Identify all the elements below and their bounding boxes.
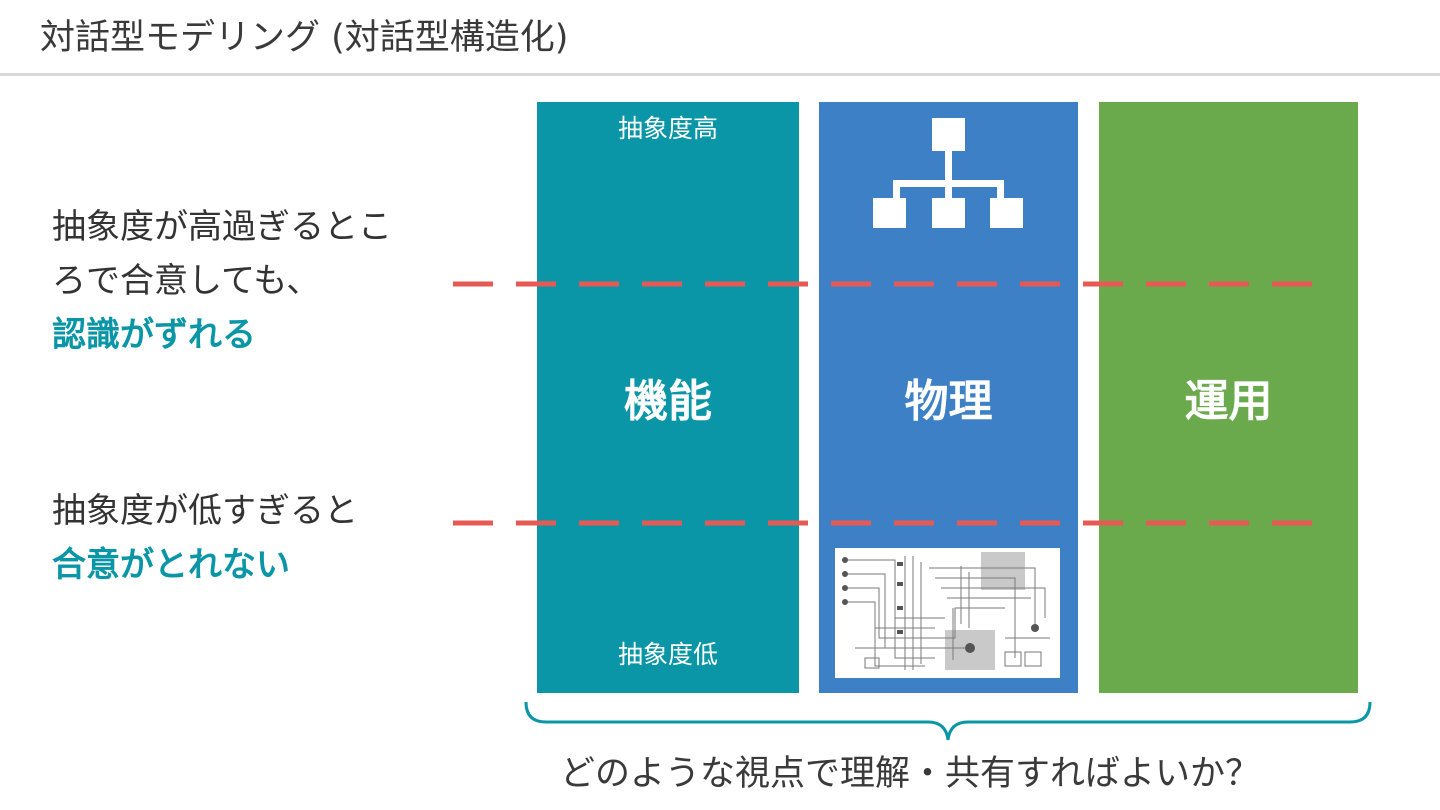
slide-header: 対話型モデリング (対話型構造化) [0, 0, 1440, 76]
curly-brace [524, 701, 1372, 741]
hierarchy-icon [873, 118, 1023, 228]
question-text: どのような視点で理解・共有すればよいか？ [560, 754, 1261, 794]
slide-title: 対話型モデリング (対話型構造化) [40, 18, 569, 58]
lower-annotation-emphasis: 合意がとれない [52, 545, 290, 585]
upper-annotation-line2: ろで合意しても、 [52, 261, 321, 301]
function-label: 機能 [624, 376, 712, 427]
abstraction-low-label: 抽象度低 [617, 640, 718, 669]
operation-label: 運用 [1184, 376, 1273, 427]
operation-column: 運用 [1099, 102, 1358, 693]
wiring-diagram-image [835, 548, 1060, 678]
upper-annotation-line1: 抽象度が高過ぎるとこ [52, 207, 392, 247]
upper-annotation-emphasis: 認識がずれる [52, 315, 256, 355]
physical-label: 物理 [904, 376, 993, 427]
function-column: 抽象度高 機能 抽象度低 [537, 102, 799, 693]
lower-annotation-line1: 抽象度が低すぎると [52, 491, 358, 531]
physical-column: 物理 [819, 102, 1078, 693]
abstraction-high-label: 抽象度高 [617, 114, 718, 143]
